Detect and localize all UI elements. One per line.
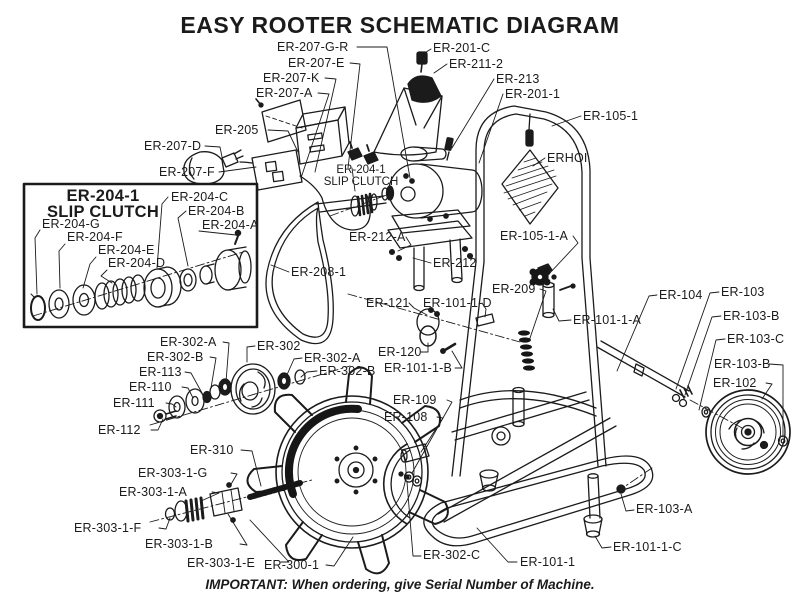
part-label: ER-303-1-G <box>138 466 208 480</box>
part-label: ER-207-D <box>144 139 202 153</box>
part-label: ER-102 <box>713 376 757 390</box>
part-label: ER-113 <box>139 365 182 379</box>
part-label: ER-104 <box>659 288 703 302</box>
part-label: ER-101-1-C <box>613 540 682 554</box>
part-label: ER-204-D <box>108 256 166 270</box>
motor-slip-clutch-callout-line2: SLIP CLUTCH <box>323 176 399 188</box>
part-label: ER-213 <box>496 72 540 86</box>
part-label: ER-204-G <box>42 217 100 231</box>
page-title: EASY ROOTER SCHEMATIC DIAGRAM <box>180 12 620 38</box>
part-label: ER-205 <box>215 123 259 137</box>
part-label: ER-204-E <box>98 243 155 257</box>
inset-title-line1: ER-204-1 <box>66 187 140 205</box>
part-label: ER-211-2 <box>449 57 504 71</box>
inset-box <box>22 182 259 329</box>
motor-slip-clutch-callout-line1: ER-204-1 <box>336 164 386 176</box>
part-label: ER-120 <box>378 345 422 359</box>
part-label: ER-302 <box>257 339 301 353</box>
belt-guard-cone <box>373 51 454 161</box>
part-label: ER-302-A <box>160 335 217 349</box>
part-label: ER-109 <box>393 393 437 407</box>
axle-and-wheel <box>382 340 791 525</box>
part-label: ER-207-E <box>288 56 345 70</box>
part-label: ER-207-K <box>263 71 320 85</box>
part-label: ER-121 <box>366 296 410 310</box>
part-label: ER-310 <box>190 443 234 457</box>
part-label: ER-204-B <box>188 204 245 218</box>
part-label: ER-204-A <box>202 218 259 232</box>
part-label: ER-207-F <box>159 165 215 179</box>
footer-note: IMPORTANT: When ordering, give Serial Nu… <box>205 577 595 592</box>
belt <box>265 195 387 345</box>
part-label: ER-112 <box>98 423 141 437</box>
part-label: ER-103-A <box>636 502 693 516</box>
part-label: ER-302-C <box>423 548 481 562</box>
part-label: ER-103 <box>721 285 765 299</box>
part-label: ER-303-1-B <box>145 537 213 551</box>
part-label: ER-103-C <box>727 332 785 346</box>
part-label: ER-101-1-A <box>573 313 641 327</box>
part-label: ER-302-A <box>304 351 361 365</box>
part-label: ER-201-C <box>433 41 491 55</box>
part-label: ER-105-1 <box>583 109 639 123</box>
part-label: ER-207-G-R <box>277 40 349 54</box>
part-label: ER-201-1 <box>505 87 561 101</box>
part-label: ER-303-1-A <box>119 485 187 499</box>
part-label: ER-302-B <box>147 350 204 364</box>
pulley-assembly <box>153 363 306 423</box>
part-label: ER-208-1 <box>291 265 347 279</box>
part-label: ER-101-1-B <box>384 361 452 375</box>
part-label: ER-204-F <box>67 230 123 244</box>
leader-lines <box>34 46 784 567</box>
part-label: ER-207-A <box>256 86 313 100</box>
drum-assembly <box>164 366 449 575</box>
inset-title-line2: SLIP CLUTCH <box>46 203 160 221</box>
part-label: ER-303-1-E <box>187 556 255 570</box>
part-label: ER-302-B <box>319 364 376 378</box>
cord-assembly <box>183 98 415 231</box>
part-label: ER-212-A <box>349 230 406 244</box>
inset-slip-clutch-parts <box>30 229 252 321</box>
part-label: ER-209 <box>492 282 536 296</box>
part-label: ERHOI <box>547 151 588 165</box>
part-label: ER-101-1-D <box>423 296 492 310</box>
part-label: ER-110 <box>129 380 172 394</box>
part-label: ER-212 <box>433 256 477 270</box>
part-label: ER-303-1-F <box>74 521 142 535</box>
part-label: ER-108 <box>384 410 428 424</box>
chassis-frame <box>398 268 654 547</box>
part-label: ER-204-C <box>171 190 229 204</box>
part-label: ER-101-1 <box>520 555 576 569</box>
part-label: ER-103-B <box>723 309 780 323</box>
part-label: ER-105-1-A <box>500 229 568 243</box>
part-label: ER-300-1 <box>264 558 320 572</box>
part-label: ER-111 <box>113 396 155 410</box>
part-label: ER-103-B <box>714 357 771 371</box>
motor-mount <box>387 213 474 292</box>
